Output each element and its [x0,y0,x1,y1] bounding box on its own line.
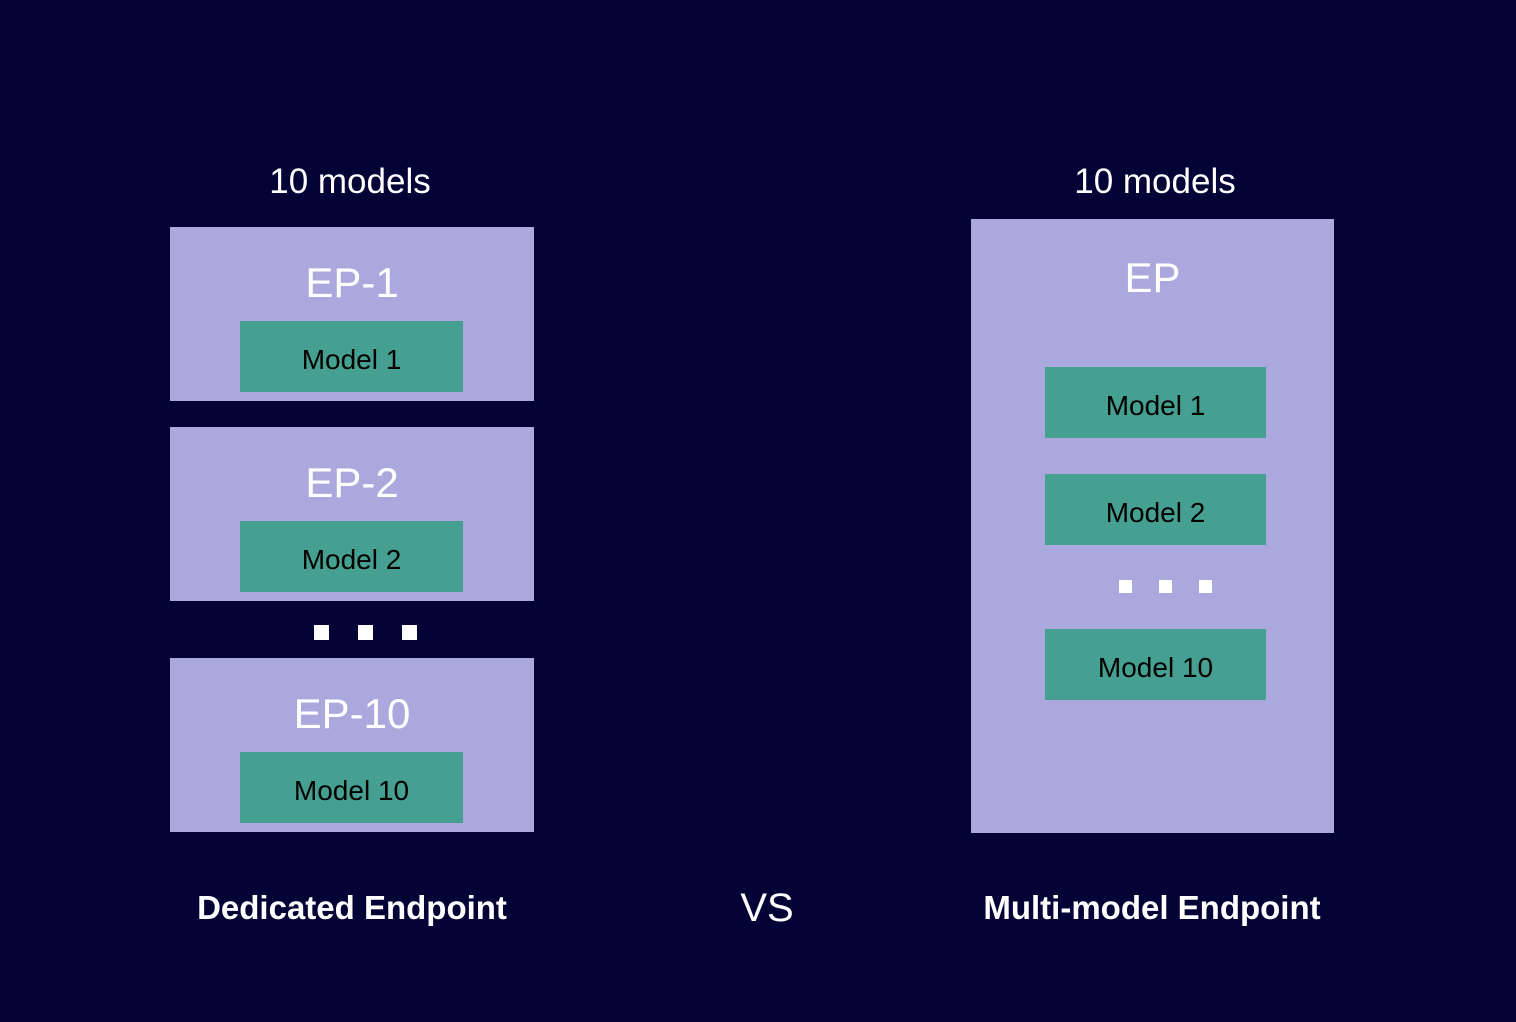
model-box-multi-10[interactable]: Model 10 [1045,629,1266,700]
ellipsis-dot [314,625,329,640]
endpoint-title-ep: EP [1124,254,1181,301]
right-ellipsis-icon [1119,580,1212,593]
endpoint-title-ep-1: EP-1 [305,259,399,306]
left-caption-line-1: 10 models [269,162,431,201]
endpoint-panel-ep-10[interactable]: EP-10 Model 10 [170,658,534,832]
left-ellipsis-icon [314,625,417,640]
model-box-ep-2[interactable]: Model 2 [240,521,463,592]
ellipsis-dot [402,625,417,640]
model-box-multi-2[interactable]: Model 2 [1045,474,1266,545]
ellipsis-dot [1159,580,1172,593]
model-box-multi-1[interactable]: Model 1 [1045,367,1266,438]
model-box-ep-10[interactable]: Model 10 [240,752,463,823]
model-box-ep-1[interactable]: Model 1 [240,321,463,392]
bottom-label-multi-model-endpoint: Multi-model Endpoint [983,889,1321,926]
ellipsis-dot [1119,580,1132,593]
endpoint-title-ep-2: EP-2 [305,459,399,506]
versus-label: VS [740,886,794,930]
bottom-label-dedicated-endpoint: Dedicated Endpoint [197,889,507,926]
endpoint-title-ep-10: EP-10 [293,690,411,737]
ellipsis-dot [358,625,373,640]
ellipsis-dot [1199,580,1212,593]
endpoint-panel-multi-model[interactable]: EP Model 1 Model 2 Model 10 [971,219,1334,833]
right-caption-line-1: 10 models [1074,162,1236,201]
endpoint-panel-ep-2[interactable]: EP-2 Model 2 [170,427,534,601]
endpoint-panel-ep-1[interactable]: EP-1 Model 1 [170,227,534,401]
